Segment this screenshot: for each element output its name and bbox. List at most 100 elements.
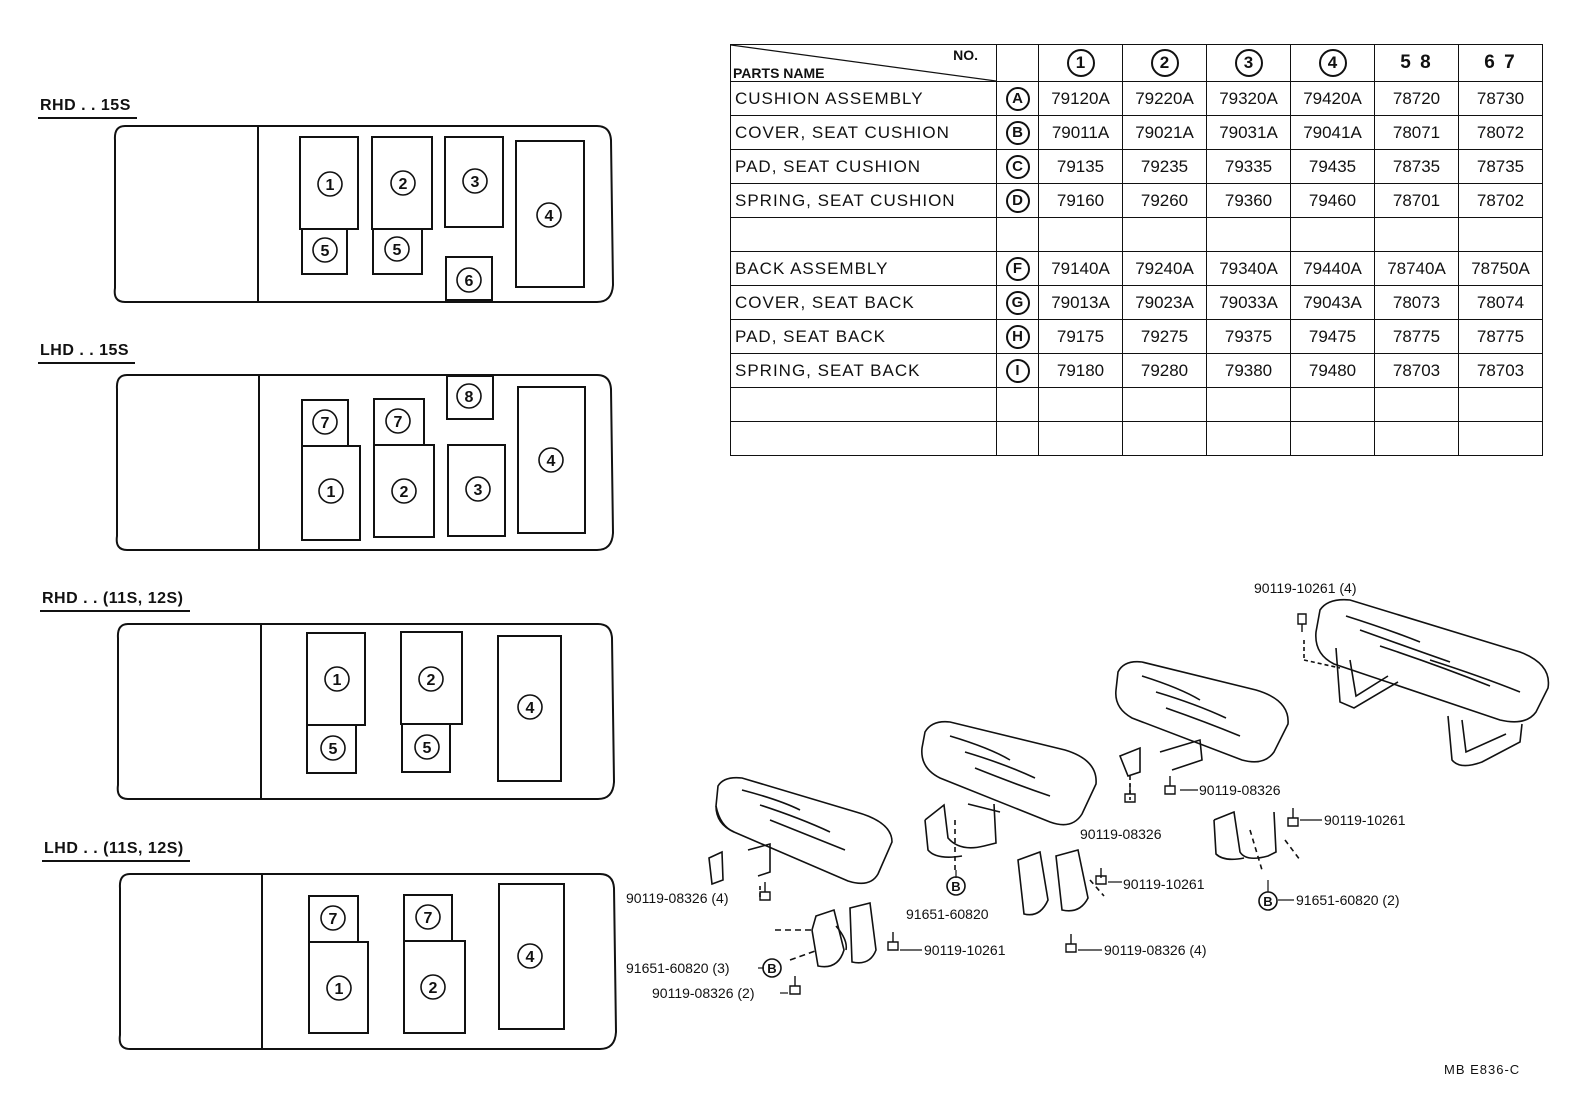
- part-code-cell: G: [996, 285, 1039, 320]
- table-row: [730, 217, 1543, 252]
- svg-text:4: 4: [545, 208, 554, 225]
- b-marker-icons: [762, 876, 1278, 978]
- vehicle-outline-rhd-15s: [113, 125, 615, 303]
- callout-bolt-3: 90119-08326: [1080, 826, 1162, 842]
- col-header-5-8: 5 8: [1374, 44, 1459, 82]
- part-number-cell: [1290, 421, 1375, 456]
- svg-text:3: 3: [471, 174, 480, 191]
- part-number-cell: 78735: [1458, 149, 1543, 184]
- part-number-cell: 79220A: [1122, 81, 1207, 116]
- part-number-cell: [1374, 217, 1459, 252]
- bracket-illustration-2: [924, 803, 1105, 916]
- part-number-cell: 79120A: [1038, 81, 1123, 116]
- col-header-2: 2: [1122, 44, 1207, 82]
- seat-cushion-illustration-1: [715, 776, 893, 885]
- vehicle-outline-lhd-15s: [115, 374, 615, 551]
- part-number-cell: 78735: [1374, 149, 1459, 184]
- part-name-cell: SPRING, SEAT CUSHION: [730, 183, 997, 218]
- part-number-cell: 78073: [1374, 285, 1459, 320]
- seat-numbers-lhd-15s: 8 7 7 1 2 3 4: [312, 383, 564, 504]
- svg-text:1: 1: [327, 484, 336, 501]
- part-number-cell: [1206, 421, 1291, 456]
- svg-text:3: 3: [474, 482, 483, 499]
- part-number-cell: 79275: [1122, 319, 1207, 354]
- seat-cushion-illustration-2: [921, 720, 1097, 826]
- part-name-cell: COVER, SEAT BACK: [730, 285, 997, 320]
- part-number-cell: 78750A: [1458, 251, 1543, 286]
- svg-text:1: 1: [333, 672, 342, 689]
- bracket-illustration-3: [1118, 738, 1301, 871]
- vehicle-outline-rhd-11s-12s: [116, 623, 616, 800]
- part-name-cell: [730, 387, 997, 422]
- callout-leader-lines: [758, 789, 1322, 994]
- part-number-cell: 79380: [1206, 353, 1291, 388]
- svg-text:6: 6: [465, 273, 474, 290]
- b-marker-text-3: B: [767, 961, 776, 976]
- part-code-badge: D: [1005, 188, 1030, 213]
- part-number-cell: 79320A: [1206, 81, 1291, 116]
- part-number-cell: 79011A: [1038, 115, 1123, 150]
- code-header-cell: [996, 44, 1039, 82]
- part-number-cell: 78740A: [1374, 251, 1459, 286]
- part-name-cell: [730, 217, 997, 252]
- callout-bolt-9: 90119-08326 (4): [626, 890, 729, 906]
- part-number-cell: 79435: [1290, 149, 1375, 184]
- part-code-badge: G: [1005, 290, 1030, 315]
- part-code-cell: C: [996, 149, 1039, 184]
- table-row: [730, 387, 1543, 422]
- callout-bolt-2: 90119-08326: [1199, 782, 1281, 798]
- callout-bracket-10: 91651-60820 (3): [626, 960, 730, 976]
- part-code-cell: H: [996, 319, 1039, 354]
- layout-label-rhd-15s: RHD . . 15S: [38, 97, 137, 119]
- svg-text:4: 4: [526, 700, 535, 717]
- part-number-cell: [1122, 217, 1207, 252]
- part-number-cell: 79335: [1206, 149, 1291, 184]
- svg-text:5: 5: [329, 741, 338, 758]
- part-name-cell: PAD, SEAT BACK: [730, 319, 997, 354]
- part-number-cell: [1206, 217, 1291, 252]
- bracket-illustration-1: [708, 842, 877, 968]
- callout-bolt-8: 90119-08326 (4): [1104, 942, 1207, 958]
- part-number-cell: 79460: [1290, 183, 1375, 218]
- part-number-cell: [1038, 387, 1123, 422]
- callout-bracket-6: 91651-60820 (2): [1296, 892, 1400, 908]
- part-number-cell: [1290, 217, 1375, 252]
- part-code-badge: H: [1005, 324, 1030, 349]
- col-header-1: 1: [1038, 44, 1123, 82]
- part-number-cell: 79475: [1290, 319, 1375, 354]
- svg-text:2: 2: [427, 672, 436, 689]
- seat-cushion-illustration-4: [1315, 598, 1550, 723]
- part-number-cell: 79013A: [1038, 285, 1123, 320]
- part-number-cell: 79135: [1038, 149, 1123, 184]
- svg-text:1: 1: [326, 177, 335, 194]
- part-number-cell: [1458, 421, 1543, 456]
- svg-text:2: 2: [429, 980, 438, 997]
- part-number-cell: 79043A: [1290, 285, 1375, 320]
- vehicle-outline-lhd-11s-12s: [118, 873, 618, 1050]
- part-code-cell: A: [996, 81, 1039, 116]
- svg-text:5: 5: [393, 242, 402, 259]
- part-number-cell: 78072: [1458, 115, 1543, 150]
- col-header-4: 4: [1290, 44, 1375, 82]
- col-header-3: 3: [1206, 44, 1291, 82]
- part-code-badge: F: [1005, 256, 1030, 281]
- part-number-cell: 78702: [1458, 183, 1543, 218]
- part-number-cell: [1458, 217, 1543, 252]
- part-number-cell: 79360: [1206, 183, 1291, 218]
- part-number-cell: 78074: [1458, 285, 1543, 320]
- callout-bolt-1: 90119-10261 (4): [1254, 580, 1357, 596]
- part-number-cell: [1122, 387, 1207, 422]
- part-number-cell: 79023A: [1122, 285, 1207, 320]
- part-code-badge: B: [1005, 120, 1030, 145]
- part-number-cell: 78775: [1374, 319, 1459, 354]
- corner-no-label: NO.: [953, 47, 978, 63]
- layout-label-lhd-11s-12s: LHD . . (11S, 12S): [42, 840, 190, 862]
- seat-numbers-lhd-11s-12s: 7 7 1 2 4: [320, 904, 543, 1001]
- callout-bolt-12: 90119-08326 (2): [652, 985, 755, 1001]
- part-number-cell: 78775: [1458, 319, 1543, 354]
